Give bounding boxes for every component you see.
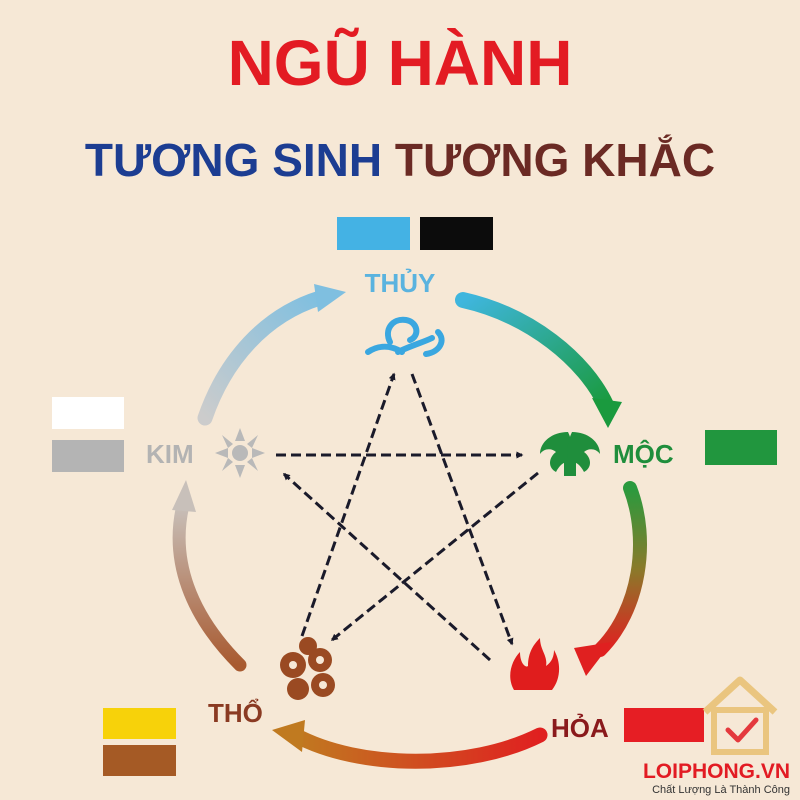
- earth-cluster-dots: [289, 656, 327, 689]
- arrow-hoa-to-kim: [282, 472, 492, 662]
- tho-swatch-brown: [103, 745, 176, 776]
- arrow-kim-to-thuy: [197, 290, 328, 426]
- arrow-tho-to-kim: [172, 498, 247, 672]
- arrow-moc-to-tho: [330, 471, 539, 642]
- page-title: NGŨ HÀNH: [228, 27, 573, 99]
- wood-tree-icon: [540, 432, 600, 476]
- loiphong-watermark: LOIPHONG.VN Chất Lượng Là Thành Công: [643, 676, 790, 796]
- hoa-label: HỎA: [551, 712, 609, 743]
- arrowhead-tho: [272, 720, 305, 752]
- fire-flame-icon: [510, 638, 560, 690]
- arrow-tho-to-thuy: [300, 372, 396, 637]
- kim-swatch-white: [52, 397, 124, 429]
- subtitle-overcoming: TƯƠNG KHẮC: [395, 134, 715, 186]
- kim-label: KIM: [146, 439, 194, 469]
- earth-cluster-icon: [280, 637, 335, 700]
- arrow-moc-to-hoa: [593, 481, 647, 657]
- subtitle-line: TƯƠNG SINH TƯƠNG KHẮC: [85, 134, 715, 186]
- arrow-thuy-to-moc: [455, 292, 614, 413]
- element-kim: KIM: [52, 397, 265, 478]
- arrow-hoa-to-tho: [287, 727, 548, 769]
- tho-label: THỔ: [208, 698, 263, 728]
- water-wave-icon: [365, 316, 445, 357]
- arrowhead-thuy: [314, 284, 346, 312]
- tho-swatch-yellow: [103, 708, 176, 739]
- thuy-swatch-blue: [337, 217, 410, 250]
- subtitle-generating: TƯƠNG SINH: [85, 134, 382, 186]
- moc-label: MỘC: [613, 439, 674, 469]
- element-thuy: THỦY: [337, 217, 493, 357]
- arrowhead-moc: [592, 398, 622, 428]
- overcoming-star: [276, 372, 539, 662]
- element-hoa: HỎA: [510, 638, 704, 743]
- brand-name: LOIPHONG.VN: [643, 760, 790, 783]
- generating-cycle: [172, 284, 647, 769]
- brand-slogan: Chất Lượng Là Thành Công: [652, 784, 790, 796]
- thuy-label: THỦY: [365, 267, 436, 298]
- thuy-swatch-black: [420, 217, 493, 250]
- element-moc: MỘC: [540, 430, 777, 476]
- element-tho: THỔ: [103, 637, 335, 776]
- moc-swatch-green: [705, 430, 777, 465]
- hoa-swatch-red: [624, 708, 704, 742]
- arrow-thuy-to-hoa: [410, 373, 514, 646]
- kim-swatch-gray: [52, 440, 124, 472]
- arrowhead-hoa: [574, 642, 612, 676]
- metal-spark-icon: [215, 428, 265, 478]
- house-check-logo: [702, 676, 778, 755]
- arrowhead-kim: [172, 480, 196, 512]
